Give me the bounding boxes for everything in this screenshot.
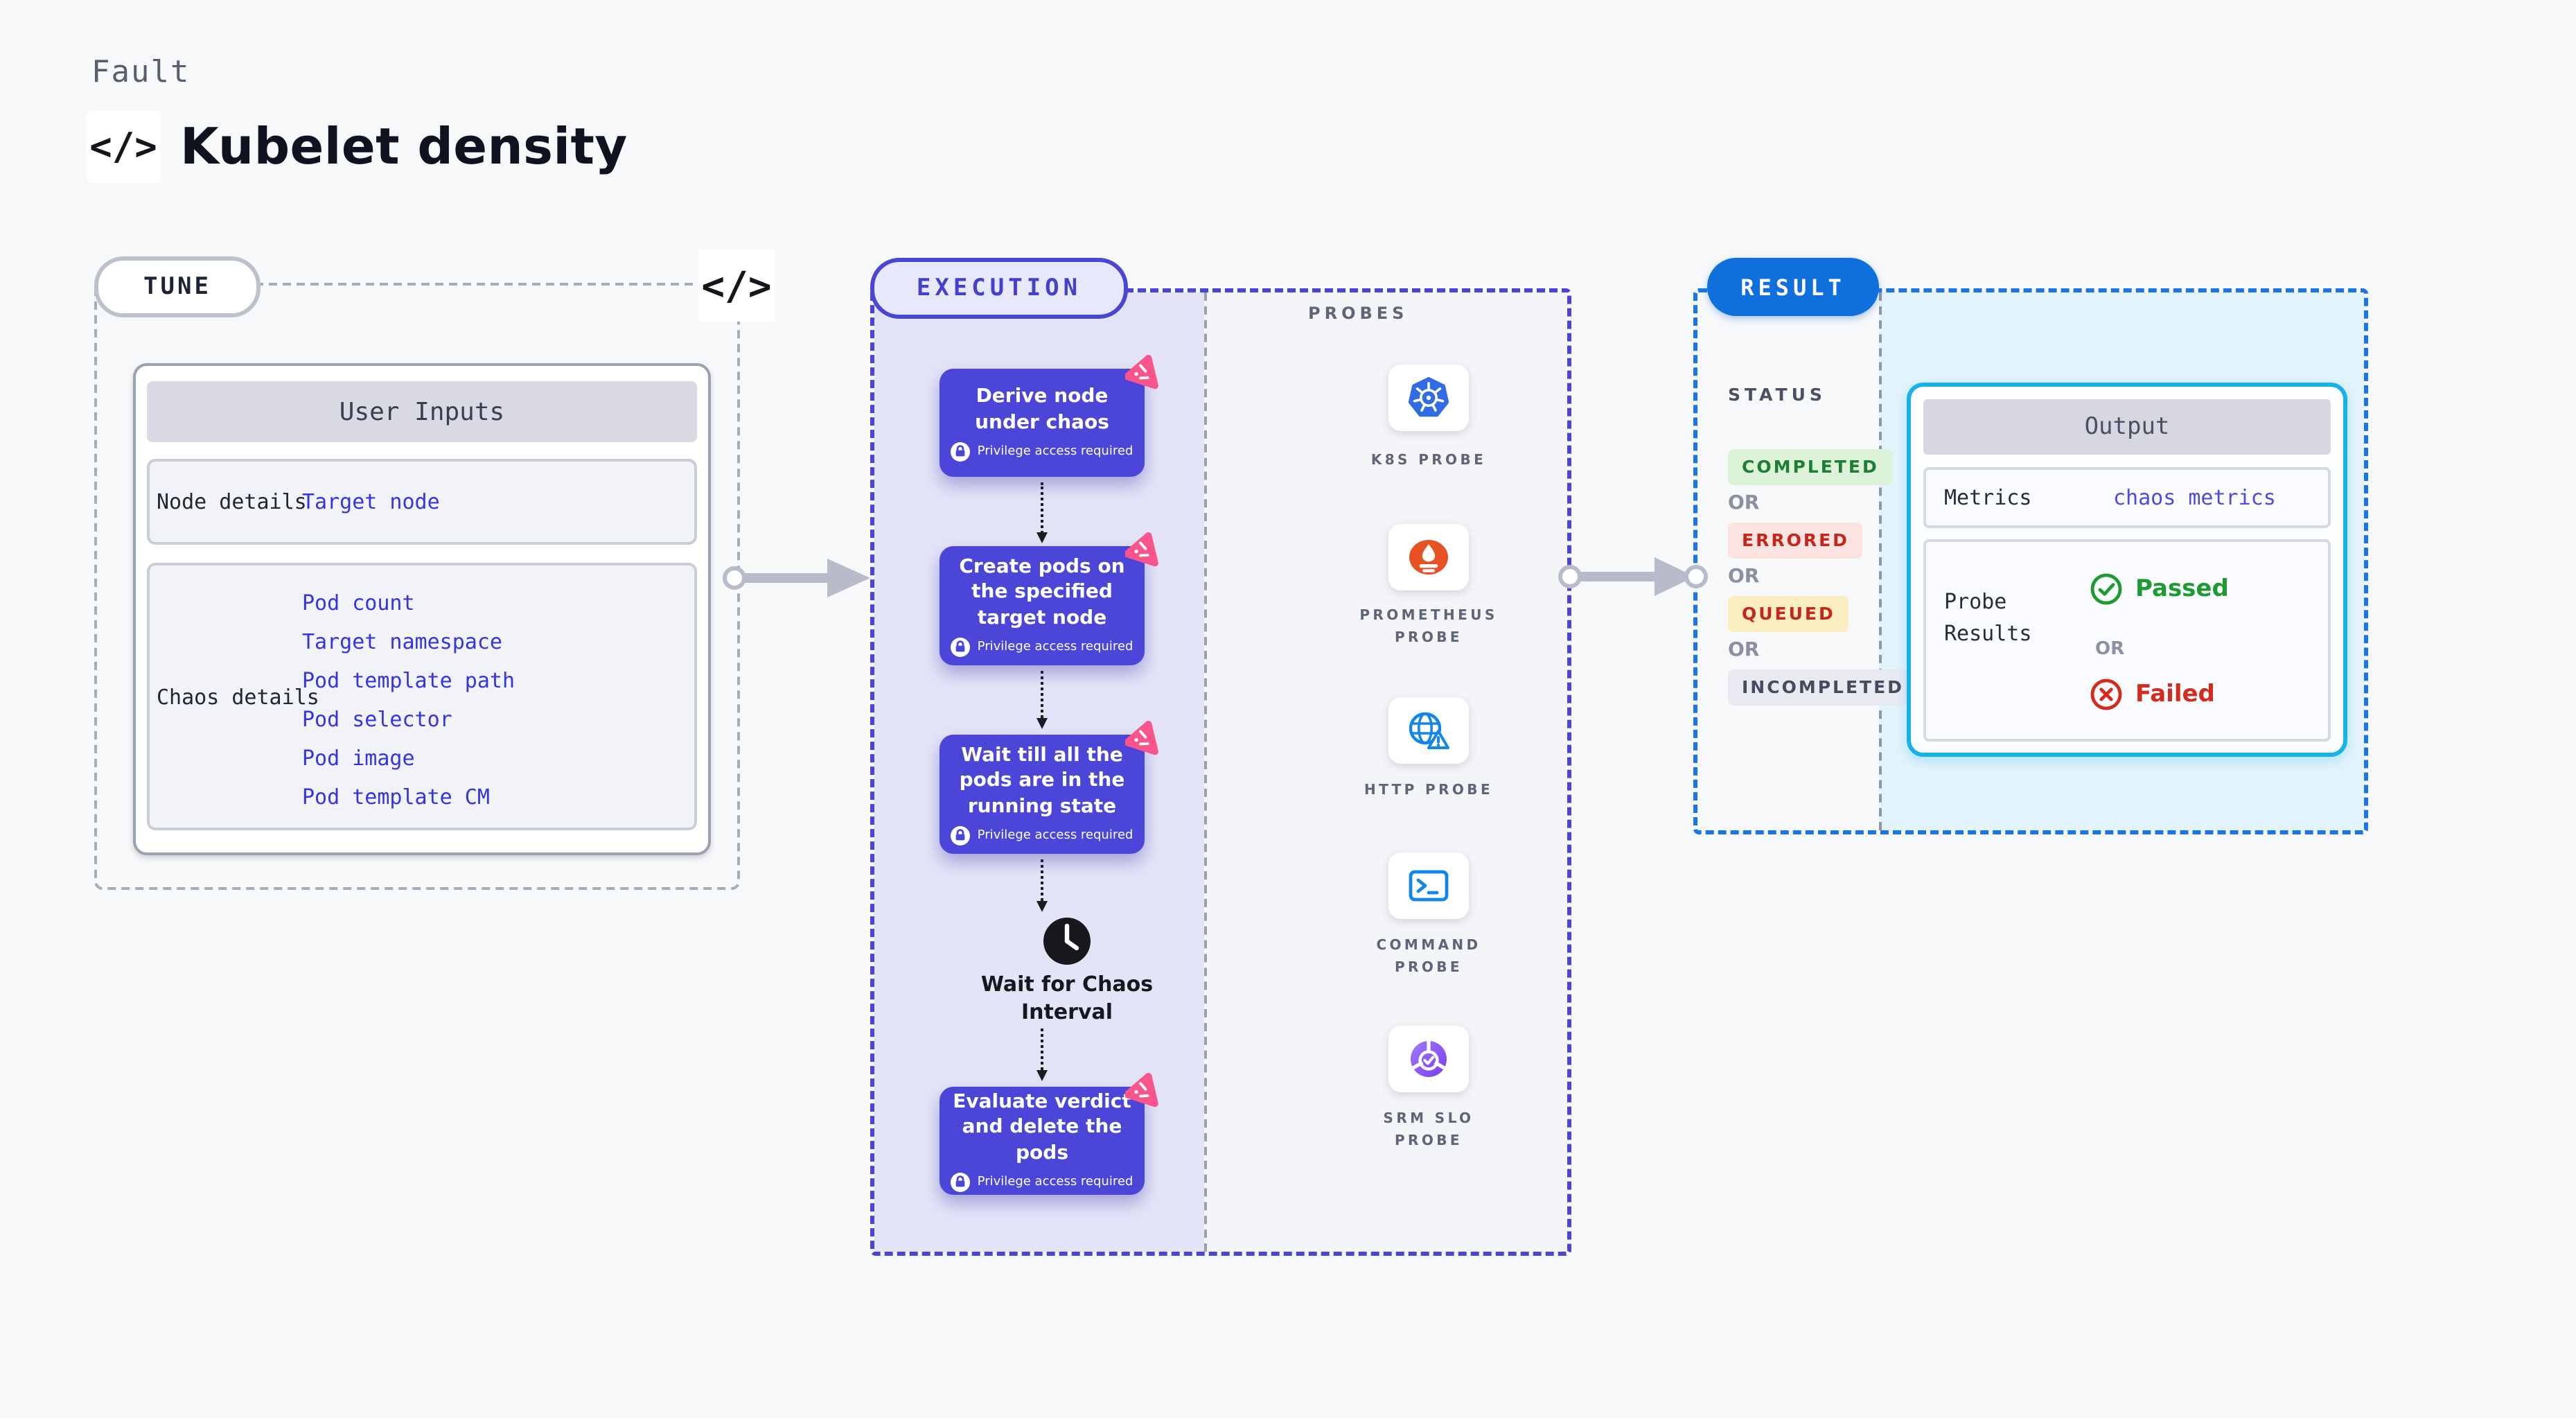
probe-results-row: Probe Results Passed OR Failed <box>1923 539 2331 742</box>
chaos-flask-icon <box>1125 721 1158 755</box>
command-probe-label: COMMAND PROBE <box>1376 938 1481 975</box>
http-probe-label: HTTP PROBE <box>1364 783 1494 798</box>
chaos-flask-icon <box>1125 355 1158 389</box>
privilege-badge: Privilege access required <box>951 637 1133 657</box>
privilege-badge: Privilege access required <box>951 1172 1133 1192</box>
pod-selector-link[interactable]: Pod selector <box>302 707 452 732</box>
failed-verdict: Failed <box>2090 678 2215 711</box>
privilege-text: Privilege access required <box>977 1175 1133 1189</box>
srm-slo-probe-card <box>1388 1026 1469 1092</box>
target-node-link[interactable]: Target node <box>302 489 440 514</box>
or-label: OR <box>1728 639 1760 661</box>
tune-to-execution-arrow <box>723 559 870 597</box>
node-details-label: Node details <box>157 489 307 514</box>
step-connector <box>1036 671 1048 729</box>
privilege-badge: Privilege access required <box>951 441 1133 462</box>
kubernetes-icon <box>1408 377 1449 417</box>
chaos-flask-icon <box>1125 532 1158 567</box>
tune-pill: TUNE <box>94 256 261 317</box>
prometheus-probe-card <box>1388 524 1469 590</box>
privilege-text: Privilege access required <box>977 640 1133 654</box>
execution-step-3: Wait till all the pods are in the runnin… <box>939 721 1158 854</box>
command-probe-card <box>1388 852 1469 919</box>
code-icon: </> <box>86 111 161 183</box>
status-heading: STATUS <box>1728 384 1826 405</box>
probes-heading: PROBES <box>1308 304 1409 323</box>
passed-text: Passed <box>2135 575 2229 603</box>
output-card: Output Metrics chaos metrics Probe Resul… <box>1907 383 2347 757</box>
failed-text: Failed <box>2135 681 2215 708</box>
k8s-probe-label: K8S PROBE <box>1370 453 1487 469</box>
probe-results-label: Probe Results <box>1944 589 2032 647</box>
execution-step-2: Create pods on the specified target node… <box>939 532 1158 665</box>
k8s-probe-card <box>1388 365 1469 431</box>
execution-step-1: Derive node under chaos Privilege access… <box>939 355 1158 477</box>
srm-slo-probe-label: SRM SLO PROBE <box>1383 1112 1474 1148</box>
lock-icon <box>951 825 971 846</box>
status-badge-incompleted: INCOMPLETED <box>1728 669 1918 706</box>
step-title: Derive node under chaos <box>975 385 1109 433</box>
status-badge-queued: QUEUED <box>1728 596 1849 632</box>
execution-pill: EXECUTION <box>870 258 1128 319</box>
user-inputs-header: User Inputs <box>147 381 697 442</box>
metrics-label: Metrics <box>1944 485 2032 510</box>
privilege-text: Privilege access required <box>977 828 1133 843</box>
step-connector <box>1036 482 1048 543</box>
wait-for-chaos-label: Wait for Chaos Interval <box>980 972 1154 1024</box>
pod-count-link[interactable]: Pod count <box>302 590 415 615</box>
result-pill: RESULT <box>1707 258 1879 316</box>
pod-template-path-link[interactable]: Pod template path <box>302 668 515 693</box>
status-badge-errored: ERRORED <box>1728 523 1863 559</box>
or-label: OR <box>1728 566 1760 588</box>
privilege-text: Privilege access required <box>977 444 1133 459</box>
step-title: Evaluate verdict and delete the pods <box>953 1091 1131 1164</box>
passed-verdict: Passed <box>2090 572 2229 606</box>
chaos-details-row: Chaos details Pod count Target namespace… <box>147 563 697 830</box>
page-kicker: Fault <box>91 55 191 90</box>
x-circle-icon <box>2090 679 2122 710</box>
prometheus-icon <box>1409 540 1448 575</box>
or-label: OR <box>2095 639 2125 660</box>
chaos-details-label: Chaos details <box>157 684 319 709</box>
target-namespace-link[interactable]: Target namespace <box>302 629 502 654</box>
output-header: Output <box>1923 399 2331 455</box>
pod-template-cm-link[interactable]: Pod template CM <box>302 785 490 809</box>
clock-icon <box>1043 918 1091 965</box>
privilege-badge: Privilege access required <box>951 825 1133 846</box>
metrics-row: Metrics chaos metrics <box>1923 467 2331 528</box>
lock-icon <box>951 637 971 657</box>
terminal-icon <box>1409 870 1449 902</box>
step-title: Create pods on the specified target node <box>959 556 1125 629</box>
chaos-details-values: Pod count Target namespace Pod template … <box>302 584 515 816</box>
chaos-metrics-link[interactable]: chaos metrics <box>2113 485 2276 510</box>
page-title-row: </> Kubelet density <box>86 111 628 183</box>
user-inputs-card: User Inputs Node details Target node Cha… <box>133 363 711 855</box>
lock-icon <box>951 1172 971 1192</box>
step-connector <box>1036 859 1048 912</box>
execution-step-4: Evaluate verdict and delete the pods Pri… <box>939 1073 1158 1195</box>
tune-code-icon: </> <box>698 250 775 322</box>
page-title: Kubelet density <box>180 119 628 175</box>
srm-slo-icon <box>1411 1041 1447 1077</box>
check-circle-icon <box>2090 573 2122 605</box>
pod-image-link[interactable]: Pod image <box>302 746 415 771</box>
chaos-flask-icon <box>1125 1073 1158 1108</box>
probes-to-result-arrow <box>1558 557 1708 596</box>
node-details-row: Node details Target node <box>147 459 697 545</box>
probes-lane <box>1204 292 1567 1252</box>
http-globe-icon <box>1409 712 1449 749</box>
or-label: OR <box>1728 492 1760 514</box>
step-title: Wait till all the pods are in the runnin… <box>959 744 1125 818</box>
step-connector <box>1036 1029 1048 1081</box>
http-probe-card <box>1388 697 1469 764</box>
status-badge-completed: COMPLETED <box>1728 449 1893 485</box>
lock-icon <box>951 441 971 462</box>
prometheus-probe-label: PROMETHEUS PROBE <box>1359 609 1498 645</box>
